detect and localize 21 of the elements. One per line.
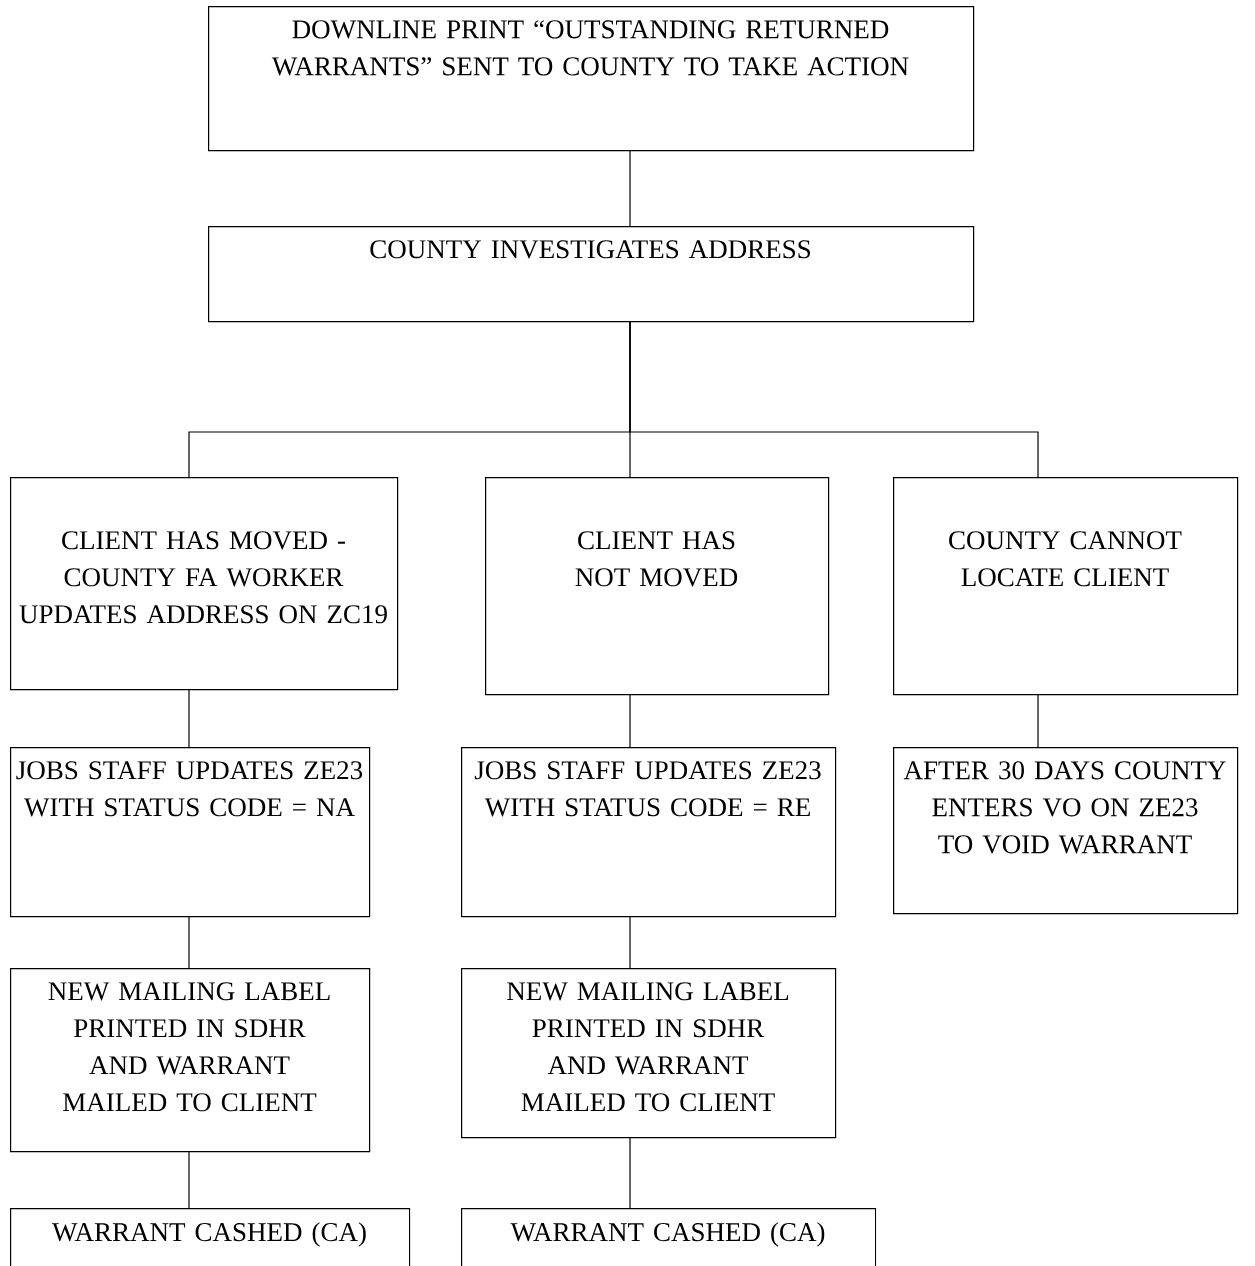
connector-line xyxy=(629,693,631,748)
process-box: COUNTY INVESTIGATES ADDRESS xyxy=(208,226,975,323)
connector-line xyxy=(188,915,190,969)
process-box: WARRANT CASHED (CA) xyxy=(461,1208,877,1266)
connector-line xyxy=(629,915,631,969)
process-box: NEW MAILING LABEL PRINTED IN SDHR AND WARRANT MAILED TO CLIENT xyxy=(461,968,837,1139)
connector-line xyxy=(629,1136,631,1209)
process-box: WARRANT CASHED (CA) xyxy=(10,1208,411,1266)
process-box: DOWNLINE PRINT “OUTSTANDING RETURNED WARRANTS” SENT TO COUNTY TO TAKE ACTION xyxy=(208,6,975,152)
process-box: AFTER 30 DAYS COUNTY ENTERS VO ON ZE23 TO VOID WARRANT xyxy=(893,747,1239,915)
connector-line xyxy=(629,320,1039,478)
connector-line xyxy=(188,1150,190,1209)
process-box: JOBS STAFF UPDATES ZE23 WITH STATUS CODE = NA xyxy=(10,747,371,918)
connector-line xyxy=(1037,693,1039,748)
connector-line xyxy=(629,149,631,227)
process-box: NEW MAILING LABEL PRINTED IN SDHR AND WARRANT MAILED TO CLIENT xyxy=(10,968,371,1153)
connector-line xyxy=(188,688,190,748)
process-box: CLIENT HAS MOVED - COUNTY FA WORKER UPDATES ADDRESS ON ZC19 xyxy=(10,477,399,691)
process-box: JOBS STAFF UPDATES ZE23 WITH STATUS CODE = RE xyxy=(461,747,837,918)
process-box: CLIENT HAS NOT MOVED xyxy=(485,477,830,696)
process-box: COUNTY CANNOT LOCATE CLIENT xyxy=(893,477,1239,696)
